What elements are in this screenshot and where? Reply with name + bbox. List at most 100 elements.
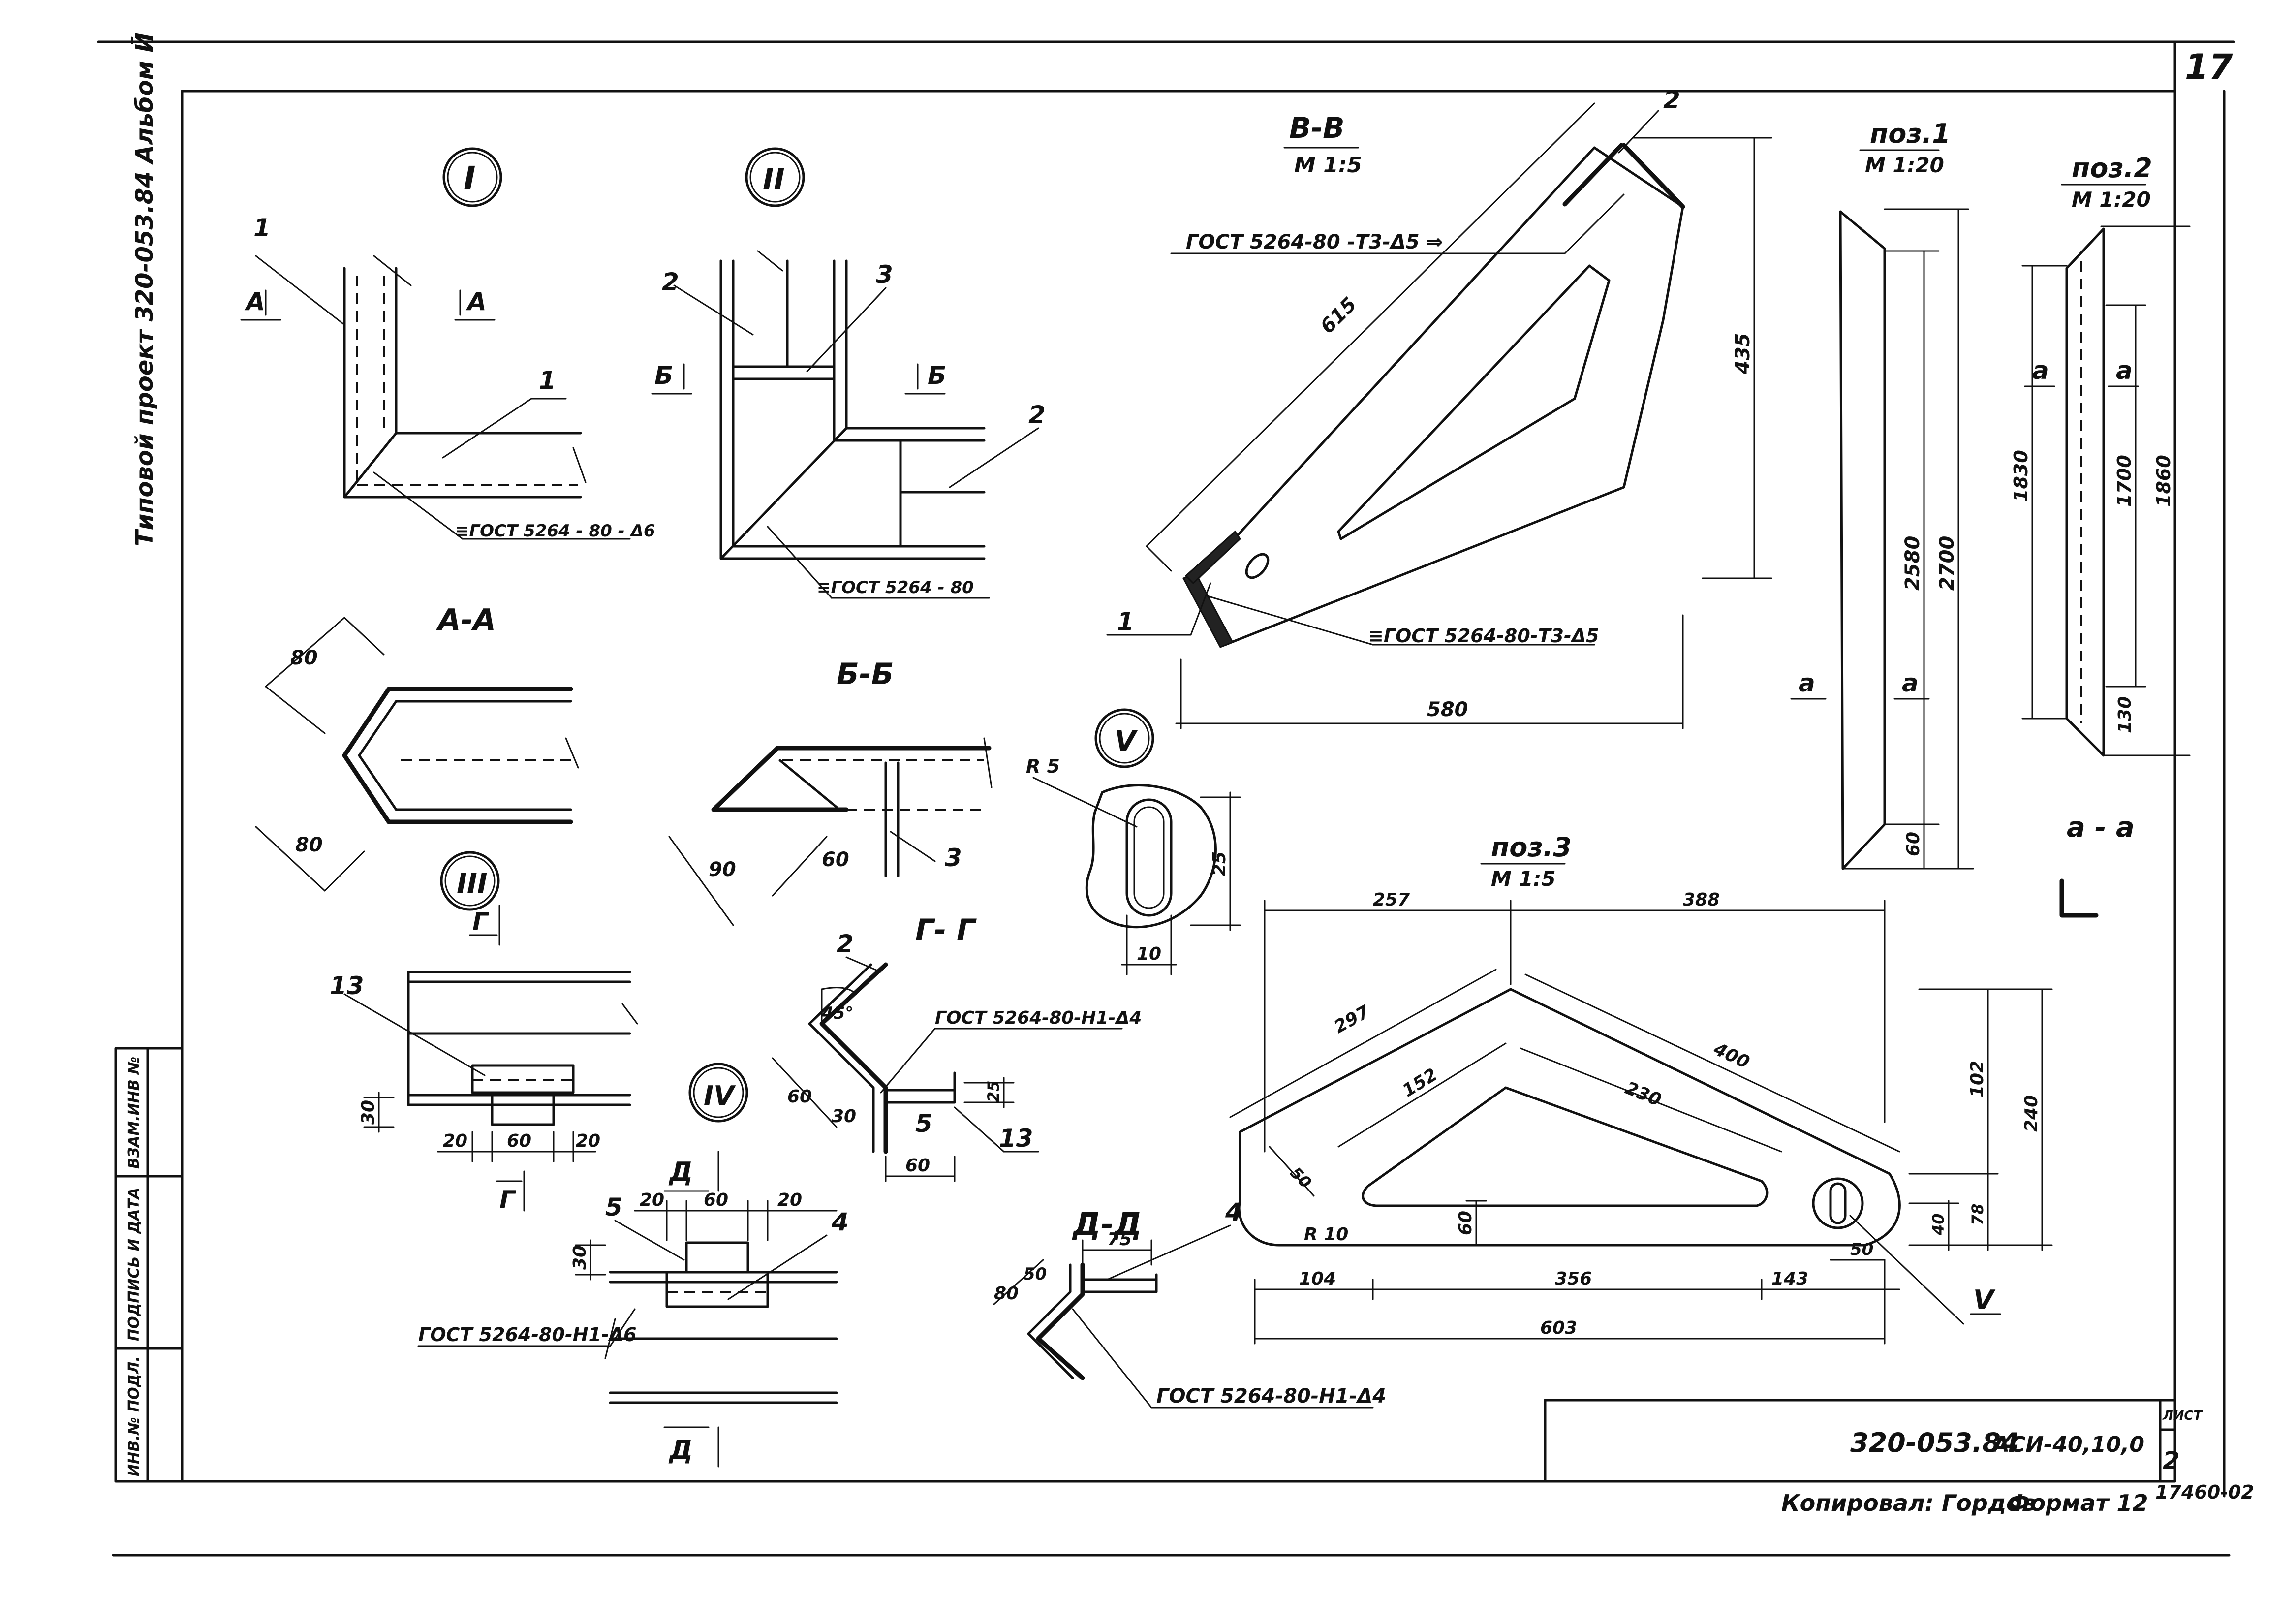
section-vv: В-В М 1:5 615 435 580 2 ГОСТ 5264-80 -Т3… <box>1106 86 1772 729</box>
node-iii-cut-bottom: Г <box>499 1186 517 1214</box>
section-vv-weld-top: ГОСТ 5264-80 -Т3-Δ5 ⇒ <box>1186 231 1443 253</box>
pos3-d-b4: 50 <box>1850 1240 1873 1259</box>
section-dd-d1: 75 <box>1107 1229 1132 1250</box>
format: Формат 12 <box>2008 1490 2148 1516</box>
node-iii: III Г 13 30 20 60 20 Г <box>330 851 638 1214</box>
section-bb-title: Б-Б <box>837 657 894 691</box>
pos1-d1: 2580 <box>1901 536 1924 591</box>
node-v-mark: V <box>1115 725 1138 757</box>
section-gg-pos-b: 5 <box>915 1109 932 1138</box>
node-v-dw: 10 <box>1137 944 1161 964</box>
pos1-d3: 60 <box>1903 832 1924 856</box>
node-i-mark: I <box>464 159 476 197</box>
section-vv-height: 435 <box>1732 333 1754 375</box>
node-iv-dc: 20 <box>777 1190 802 1210</box>
node-ii-mark: II <box>763 162 785 197</box>
section-gg-angle: 45° <box>821 1003 853 1023</box>
pos1-cut-left: а <box>1799 669 1815 697</box>
section-dd-weld: ГОСТ 5264-80-Н1-Δ4 <box>1156 1385 1386 1408</box>
node-iii-dh: 30 <box>358 1100 378 1125</box>
node-ii-cut-right: Б <box>928 361 946 390</box>
pos3-d-60: 60 <box>1456 1211 1476 1235</box>
pos3-d-r2: 240 <box>2021 1095 2042 1132</box>
pos3-d-total: 603 <box>1540 1318 1577 1338</box>
section-bb-d1: 90 <box>709 858 736 881</box>
node-i-weld: ≡ГОСТ 5264 - 80 - Δ6 <box>455 521 655 541</box>
section-dd-title: Д-Д <box>1072 1207 1142 1243</box>
node-i-pos1: 1 <box>253 214 271 242</box>
node-iv-dh: 30 <box>570 1245 590 1270</box>
node-ii-pos3: 2 <box>1028 401 1046 429</box>
pos2-d4: 130 <box>2115 696 2135 733</box>
pos2-cut-right: а <box>2116 356 2133 385</box>
section-gg-weld: ГОСТ 5264-80-Н1-Δ4 <box>935 1008 1142 1028</box>
section-aa-d2: 80 <box>295 834 323 856</box>
node-iv-cut-bottom: Д <box>668 1435 693 1466</box>
pos3-scale: М 1:5 <box>1491 867 1556 891</box>
pos3-d-b1: 104 <box>1299 1269 1336 1289</box>
pos3-node-ref: V <box>1973 1285 1996 1316</box>
node-ii: II 2 3 2 Б Б ≡ГОСТ 5264 - 80 <box>651 147 1046 599</box>
stamp-cell-1: ВЗАМ.ИНВ № <box>125 1057 143 1169</box>
page-number: 17 <box>2185 47 2233 87</box>
section-bb-d2: 60 <box>822 848 849 871</box>
section-gg-title: Г- Г <box>915 913 977 947</box>
list-number: 2 <box>2163 1446 2180 1475</box>
pos3-radius: R 10 <box>1304 1224 1348 1245</box>
pos3-d-400: 400 <box>1710 1039 1752 1073</box>
pos3-title: поз.3 <box>1491 832 1572 863</box>
node-ii-pos2: 3 <box>876 260 893 289</box>
section-dd-d3: 50 <box>1024 1264 1047 1284</box>
album-title: Типовой проект 320-053.84 Альбом Ӣ <box>131 32 158 546</box>
doc-code: 320-053.84 <box>1850 1427 2019 1458</box>
pos2-scale: М 1:20 <box>2072 188 2151 212</box>
pos3-d-230: 230 <box>1622 1078 1664 1110</box>
node-iv: IV Д 20 60 20 30 5 4 ГОСТ 5264-80-Н1-Δ6 … <box>417 1063 849 1468</box>
node-iii-db: 60 <box>507 1131 531 1151</box>
node-iv-cut-top: Д <box>668 1157 693 1188</box>
node-ii-pos1: 2 <box>662 268 679 296</box>
sheet-frame: 17 Типовой проект 320-053.84 Альбом Ӣ <box>97 32 2235 1557</box>
section-gg-d2: 30 <box>832 1106 856 1127</box>
section-aa-d1: 80 <box>290 647 318 669</box>
node-ii-cut-left: Б <box>654 361 673 390</box>
pos2-d2: 1700 <box>2113 455 2135 507</box>
pos1-scale: М 1:20 <box>1865 153 1944 177</box>
section-vv-scale: М 1:5 <box>1294 153 1362 178</box>
section-gg-d4: 60 <box>905 1156 930 1176</box>
pos-1: поз.1 М 1:20 2580 2700 60 а а <box>1790 118 1974 870</box>
node-iii-mark: III <box>457 868 488 900</box>
node-iv-weld: ГОСТ 5264-80-Н1-Δ6 <box>418 1324 637 1346</box>
pos3-d-r4: 78 <box>1968 1203 1987 1225</box>
pos1-d2: 2700 <box>1936 536 1958 591</box>
node-v-radius: R 5 <box>1026 755 1060 777</box>
section-bb-pos: 3 <box>945 844 962 872</box>
pos1-cut-right: а <box>1902 669 1919 697</box>
pos3-d-top2: 388 <box>1683 890 1720 910</box>
node-iv-mark: IV <box>704 1080 736 1111</box>
node-v-dh: 25 <box>1210 851 1230 876</box>
pos-2: поз.2 М 1:20 1830 1700 1860 130 а а а - … <box>2010 153 2191 918</box>
node-i: I 1 1 А А ≡ГОСТ 5264 - 80 - Δ6 <box>240 147 655 541</box>
title-block: 320-053.84 АСИ-40,10,0 ЛИСТ 2 Копировал:… <box>1544 1399 2254 1516</box>
section-vv-pos-top: 2 <box>1663 86 1680 114</box>
pos3-d-50-left: 50 <box>1286 1163 1315 1192</box>
pos3-d-297: 297 <box>1331 1002 1373 1037</box>
node-v: V R 5 25 10 <box>1026 708 1241 975</box>
pos3-d-r3: 40 <box>1929 1213 1948 1236</box>
node-i-cut-right: А <box>465 287 487 316</box>
pos2-d3: 1860 <box>2153 455 2174 507</box>
section-vv-pos-bottom: 1 <box>1117 607 1134 636</box>
node-i-pos2: 1 <box>539 366 556 395</box>
node-iii-dc: 20 <box>576 1131 600 1151</box>
list-label: ЛИСТ <box>2162 1409 2203 1423</box>
section-gg-d1: 60 <box>787 1087 812 1107</box>
section-bb: Б-Б 3 90 60 <box>668 657 993 926</box>
node-iv-pos-a: 5 <box>605 1193 622 1222</box>
pos3-d-r1: 102 <box>1967 1061 1987 1097</box>
pos-3: поз.3 М 1:5 257 388 297 400 152 230 60 5… <box>1229 832 2053 1345</box>
section-gg-d3: 25 <box>984 1080 1003 1102</box>
section-vv-weld-bottom: ≡ГОСТ 5264-80-Т3-Δ5 <box>1368 625 1599 647</box>
side-stamp: ВЗАМ.ИНВ № ПОДПИСЬ И ДАТА ИНВ.№ ПОДЛ. <box>114 1047 184 1483</box>
